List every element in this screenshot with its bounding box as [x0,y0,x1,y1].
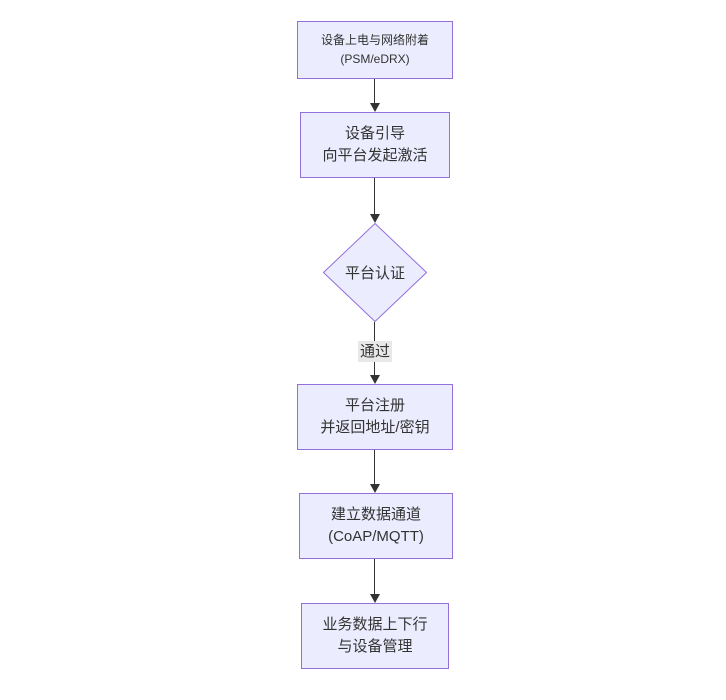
node-bootstrap: 设备引导 向平台发起激活 [300,112,450,178]
arrowhead-down-icon [370,103,380,112]
node-auth-decision: 平台认证 [323,223,427,322]
node-label-line2: (PSM/eDRX) [340,52,410,66]
edge-line-4 [374,450,375,484]
node-label-line2: 向平台发起激活 [322,147,428,164]
node-power-attach: 设备上电与网络附着 (PSM/eDRX) [297,21,453,79]
node-register: 平台注册 并返回地址/密钥 [297,384,453,450]
diamond-shape [323,223,427,322]
arrowhead-down-icon [370,375,380,384]
node-label-line1: 平台注册 [344,397,405,414]
node-label-line1: 平台认证 [344,265,405,282]
node-label-line1: 设备上电与网络附着 [320,33,429,47]
node-label-line1: 设备引导 [344,125,405,142]
node-data-channel: 建立数据通道 (CoAP/MQTT) [299,493,453,559]
edge-line-2 [374,178,375,214]
arrowhead-down-icon [370,484,380,493]
edge-line-1 [374,79,375,103]
edge-label-pass: 通过 [357,341,393,362]
node-label-line1: 业务数据上下行 [322,616,428,633]
arrowhead-down-icon [370,214,380,223]
arrowhead-down-icon [370,594,380,603]
node-label-line2: 并返回地址/密钥 [320,419,430,436]
edge-line-5 [374,559,375,594]
node-label-line2: (CoAP/MQTT) [328,528,424,545]
node-business-data: 业务数据上下行 与设备管理 [301,603,449,669]
node-label-line2: 与设备管理 [337,638,413,655]
node-label-line1: 建立数据通道 [330,506,421,523]
